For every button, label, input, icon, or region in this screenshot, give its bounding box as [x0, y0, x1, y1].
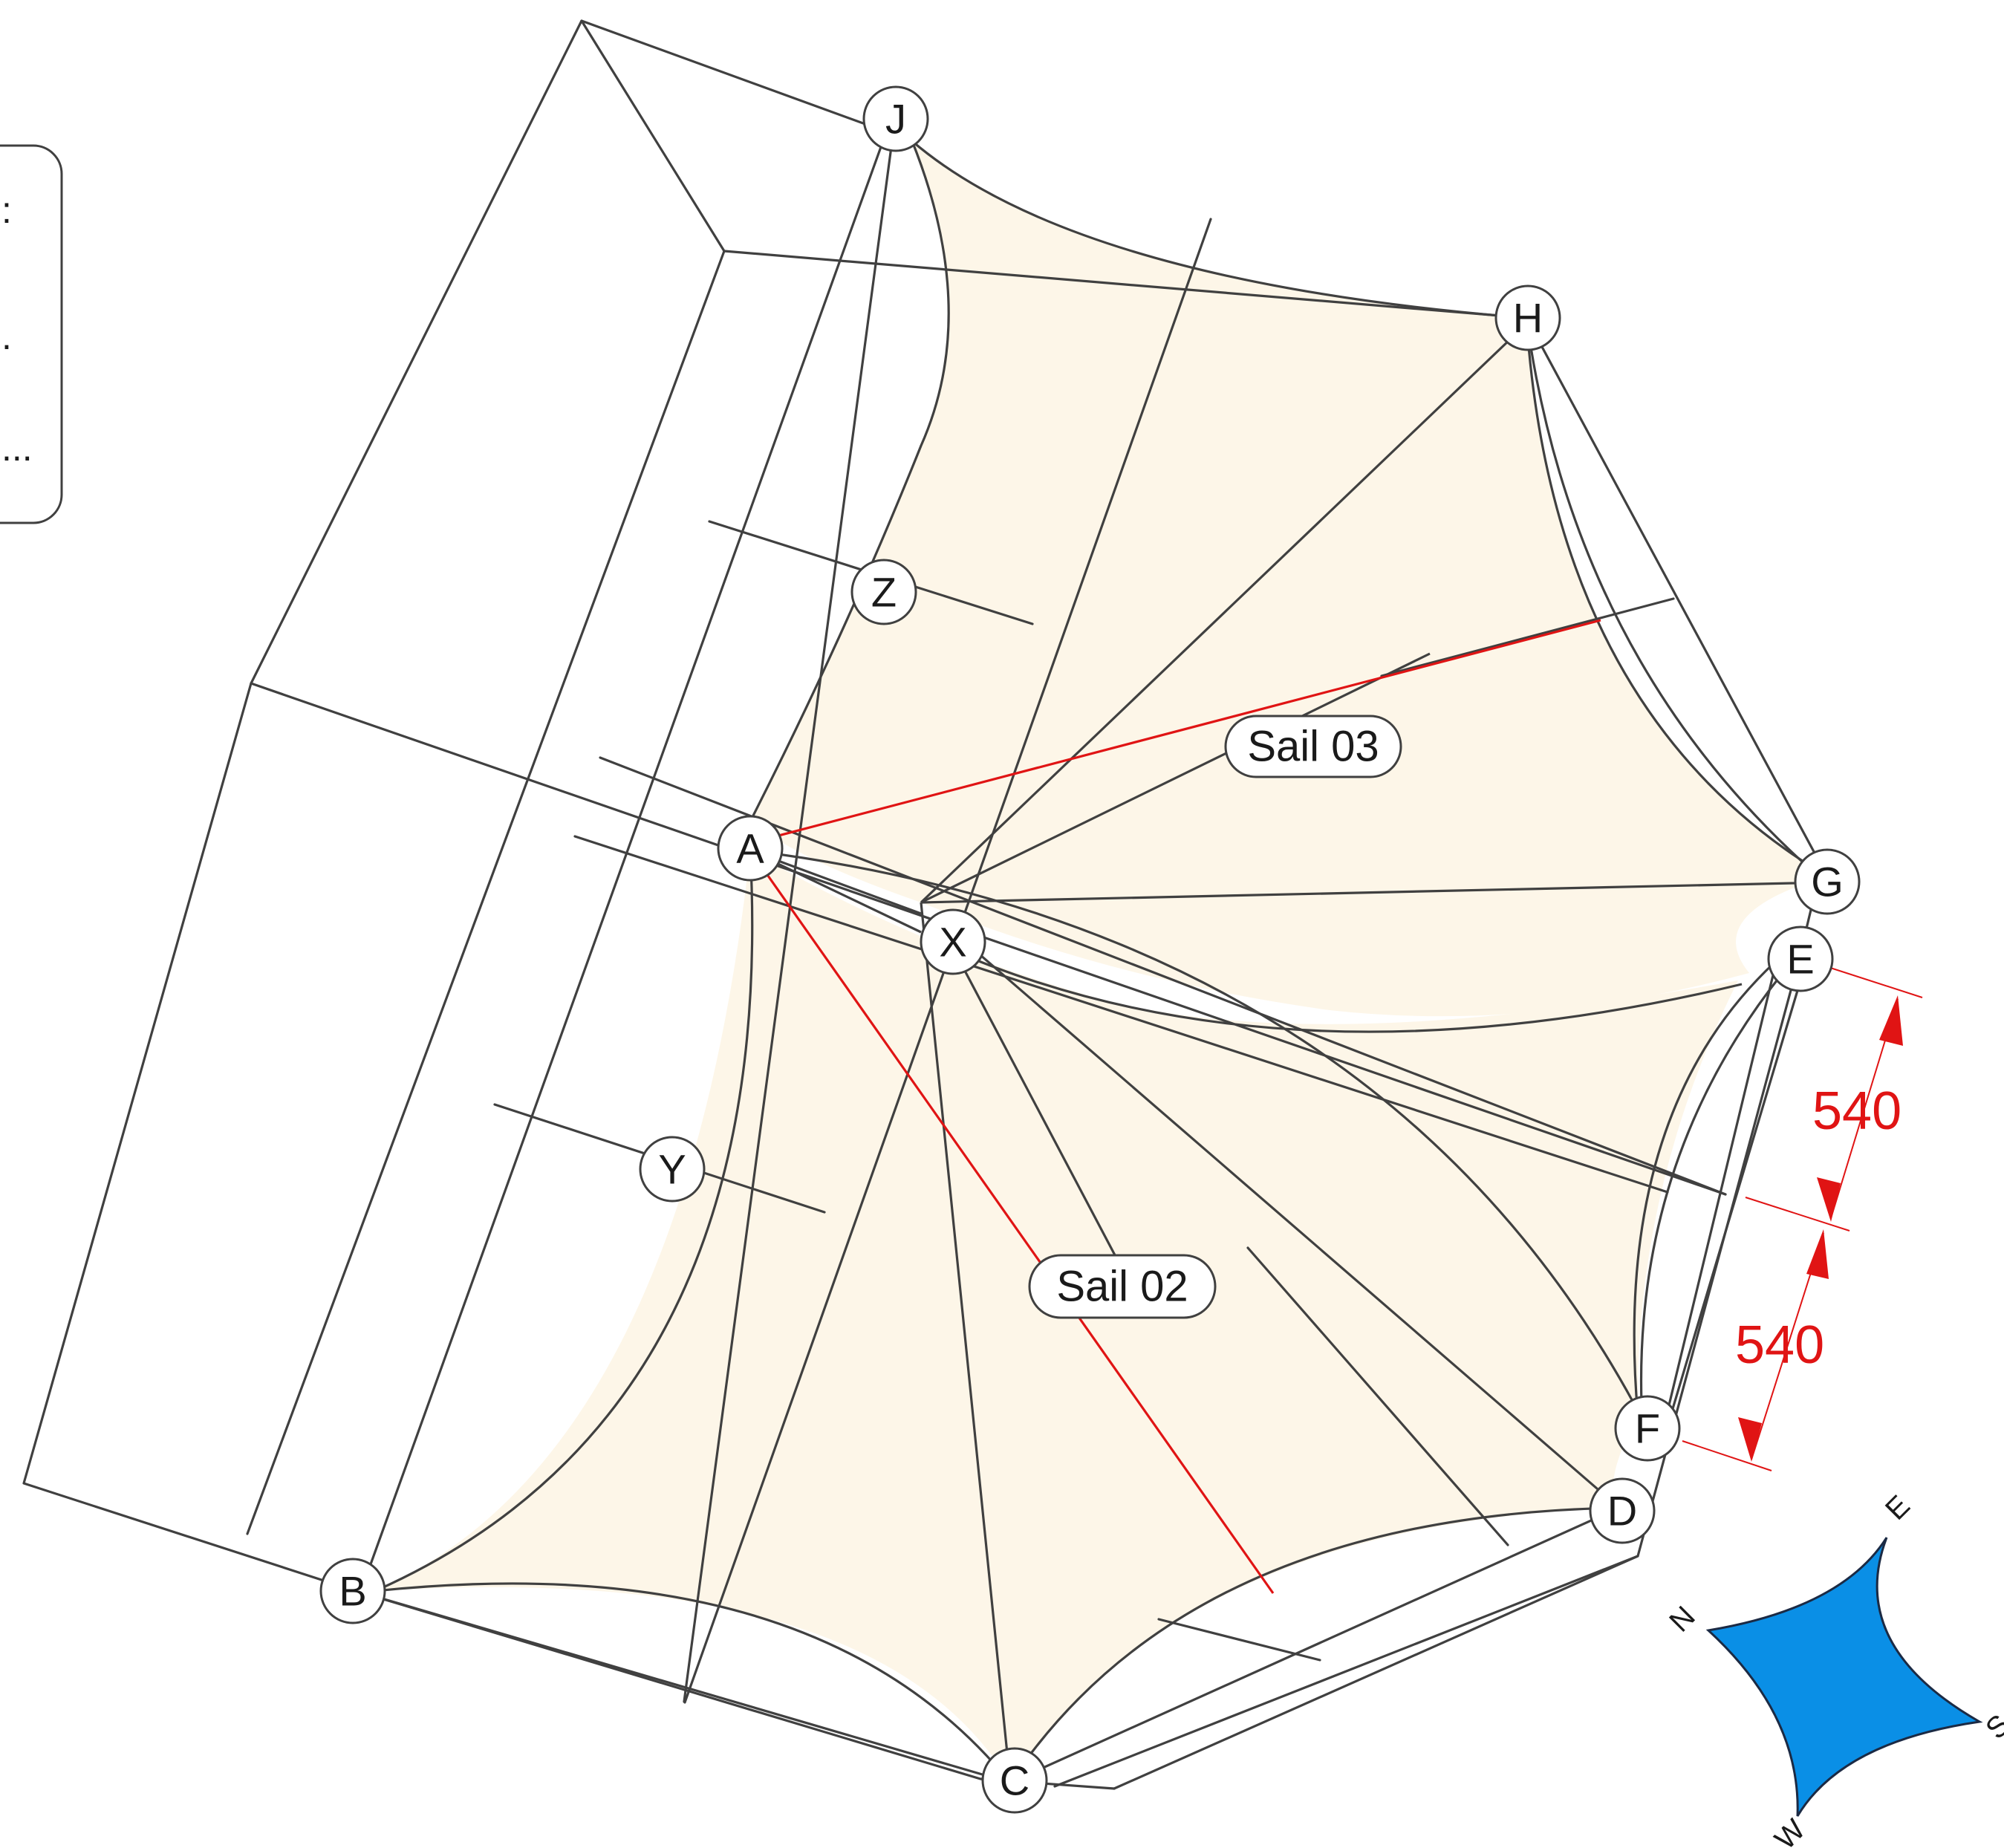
compass-south: S — [1979, 1708, 2004, 1745]
sail-edge-e-f — [1633, 960, 1777, 1416]
sail-edge-e-f-2 — [1639, 972, 1784, 1405]
sail-03-tag-box — [1224, 715, 1402, 778]
frame-edge — [1666, 964, 1806, 1428]
point-j-label: J — [885, 96, 906, 143]
legend: : . ... — [0, 144, 63, 524]
compass-north: N — [1663, 1600, 1702, 1639]
legend-row-3: ... — [1, 427, 33, 469]
sail-02-label: Sail 02 — [1056, 1263, 1188, 1311]
guide-line-sail-03 — [749, 619, 1601, 845]
point-b-label: B — [339, 1568, 366, 1615]
sail-edge-a-b — [374, 850, 754, 1592]
dimensions: 540 540 — [1682, 965, 1923, 1471]
point-x[interactable]: X — [920, 908, 986, 975]
compass-west: W — [1769, 1813, 1812, 1848]
point-y-label: Y — [658, 1146, 686, 1193]
cable-x-h — [920, 336, 1513, 904]
point-markers: J H G E F D C B — [319, 85, 1861, 1814]
dim-arrow-up-1 — [1879, 995, 1903, 1046]
point-x-label: X — [939, 919, 966, 966]
point-g-label: G — [1811, 859, 1844, 905]
dim-arrow-down-1 — [1817, 1177, 1841, 1222]
point-g[interactable]: G — [1794, 848, 1861, 915]
dimension-upper-label: 540 — [1812, 1081, 1901, 1141]
dim-extension-top — [1823, 965, 1923, 998]
sail-edge-a-f — [749, 849, 1636, 1405]
cable-x-sail02 — [957, 957, 1129, 1280]
point-y[interactable]: Y — [639, 1136, 706, 1203]
sail-edge-c-d — [1009, 1506, 1620, 1783]
dim-extension-bottom — [1682, 1440, 1772, 1471]
point-z[interactable]: Z — [850, 559, 917, 625]
legend-box — [0, 144, 63, 524]
point-e[interactable]: E — [1767, 925, 1834, 992]
frame-edge — [1666, 949, 1780, 1413]
frame-edge — [1053, 1555, 1639, 1788]
cable-x-g — [920, 881, 1828, 904]
sail-tags: Sail 03 Sail 02 — [1028, 715, 1402, 1319]
compass-icon — [1705, 1537, 1983, 1817]
sail-edge-b-c — [374, 1582, 1012, 1784]
compass-east: E — [1879, 1489, 1916, 1526]
dim-extension-mid — [1745, 1197, 1850, 1232]
sail-edges — [374, 140, 1829, 1784]
point-e-label: E — [1786, 936, 1814, 983]
legend-row-2: . — [1, 316, 12, 357]
frame-column — [246, 250, 726, 1535]
cable-x-sail03 — [920, 652, 1431, 904]
point-j[interactable]: J — [862, 85, 929, 152]
sail-edge-e-x — [920, 934, 1743, 1033]
cable-x-c — [920, 902, 1012, 1783]
point-d[interactable]: D — [1589, 1477, 1656, 1544]
guide-line-sail-02 — [749, 850, 1275, 1594]
frame-cross — [1380, 597, 1675, 677]
point-h-label: H — [1513, 295, 1543, 342]
dimension-lower-label: 540 — [1735, 1315, 1824, 1375]
sail-edge-h-g — [1525, 317, 1828, 878]
cable-x-d — [957, 934, 1621, 1509]
sail-02-tag[interactable]: Sail 02 — [1028, 1254, 1217, 1319]
point-a[interactable]: A — [717, 815, 784, 882]
guide-lines — [749, 619, 1601, 1594]
sail-03-membrane — [750, 141, 1827, 1017]
frame-edge — [723, 250, 1528, 319]
sail-edge-j-h — [911, 140, 1527, 319]
sail-02-tag-box — [1028, 1254, 1217, 1319]
frame-edge — [350, 1588, 1012, 1784]
dim-arrow-down-2 — [1738, 1417, 1762, 1462]
point-b[interactable]: B — [319, 1558, 386, 1624]
frame-column — [683, 117, 897, 1703]
structural-frame — [22, 19, 1829, 1790]
compass: N E S W — [1663, 1489, 2004, 1848]
sail-03-label: Sail 03 — [1247, 723, 1379, 771]
point-c-label: C — [1000, 1757, 1029, 1804]
sail-edge-j-a — [749, 140, 950, 822]
dim-arrow-up-2 — [1806, 1229, 1829, 1279]
bottom-boundary — [350, 1588, 1116, 1790]
point-f-label: F — [1635, 1405, 1660, 1452]
legend-row-1: : — [1, 189, 12, 231]
frame-ridge — [599, 756, 1727, 1196]
point-a-label: A — [736, 825, 764, 872]
sail-03-tag[interactable]: Sail 03 — [1224, 715, 1402, 778]
frame-cross — [1157, 1618, 1321, 1662]
point-d-label: D — [1607, 1488, 1637, 1535]
point-f[interactable]: F — [1614, 1395, 1681, 1462]
sail-edge-h-g-2 — [1525, 317, 1829, 885]
frame-ridge — [573, 835, 1669, 1194]
frame-edge — [1009, 1506, 1621, 1784]
frame-edge — [580, 19, 726, 253]
point-z-label: Z — [871, 569, 897, 616]
frame-ridge — [250, 682, 1727, 1196]
frame-column — [360, 143, 883, 1592]
point-h[interactable]: H — [1494, 284, 1561, 351]
frame-edge — [1246, 1246, 1509, 1546]
point-c[interactable]: C — [981, 1747, 1048, 1814]
